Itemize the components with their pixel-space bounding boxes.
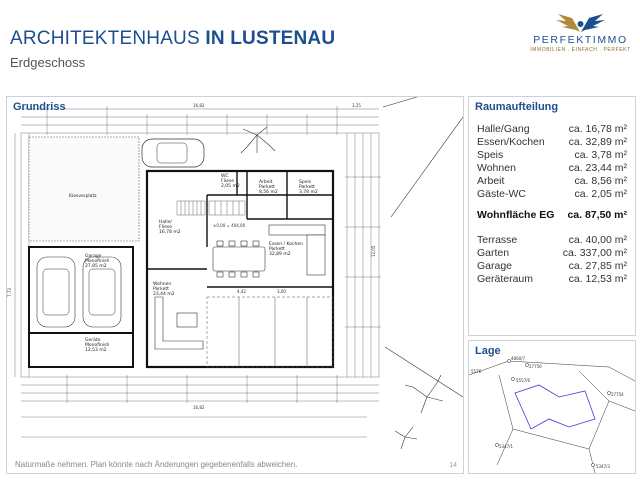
extra-row: Terrasse ca. 40,00 m² — [477, 234, 627, 247]
room-label-wohnen: Wohnen Parkett 23,44 m2 — [153, 281, 175, 297]
room-area: ca. 16,78 m² — [568, 123, 627, 135]
dim-right-total: 12,05 — [371, 245, 376, 257]
extra-area: ca. 12,53 m² — [568, 273, 627, 285]
total-name: Wohnfläche EG — [477, 209, 555, 221]
page-number: 14 — [449, 462, 457, 469]
footer-note: Naturmaße nehmen. Plan könnte nach Änder… — [15, 460, 298, 469]
parcel-27754: 27754 — [611, 392, 624, 397]
level-note: ±0,00 = 404,00 — [213, 223, 246, 228]
title-prefix: ARCHITEKTENHAUS — [10, 28, 200, 49]
extra-area: ca. 40,00 m² — [568, 234, 627, 246]
room-name: Arbeit — [477, 175, 505, 187]
total-row: Wohnfläche EG ca. 87,50 m² — [477, 209, 627, 222]
extra-name: Geräteraum — [477, 273, 534, 285]
wings-logo-icon — [556, 14, 605, 32]
room-label-geraete: Geräte Monofinish 12,53 m2 — [85, 337, 111, 353]
room-row: Wohnen ca. 23,44 m² — [477, 162, 627, 175]
grundriss-heading: Grundriss — [13, 101, 66, 113]
parcel-5557-6: 5557/6 — [516, 378, 531, 383]
room-area: ca. 2,05 m² — [574, 188, 627, 200]
room-label-essen: Essen / Kochen Parkett 32,89 m2 — [269, 241, 304, 257]
room-row: Speis ca. 3,78 m² — [477, 149, 627, 162]
floorplan-drawing: 16,82 3,25 16,82 7,73 12,05 — [7, 97, 463, 450]
logo-tagline: IMMOBILIEN . EINFACH . PERFEKT — [530, 47, 631, 53]
room-label-speis: Speis Parkett 3,78 m2 — [299, 179, 318, 195]
logo-brand: PERFEKTIMMO — [533, 34, 628, 46]
room-area: ca. 3,78 m² — [574, 149, 627, 161]
parcel-5576: 5576 — [471, 369, 482, 374]
room-label-halle: Halle/ Fliese 16,78 m2 — [159, 219, 181, 235]
location-heading: Lage — [475, 345, 501, 357]
parcel-4860-7: 4860/7 — [511, 356, 526, 361]
room-name: Speis — [477, 149, 504, 161]
extra-area: ca. 337,00 m² — [562, 247, 627, 259]
cadastral-map: 5576 4860/7 27756 5557/6 27754 5347/1 53… — [469, 356, 635, 473]
room-name: Gäste-WC — [477, 188, 527, 200]
room-label-arbeit: Arbeit Parkett 8,56 m2 — [259, 179, 278, 195]
total-area: ca. 87,50 m² — [567, 209, 627, 221]
room-row: Arbeit ca. 8,56 m² — [477, 175, 627, 188]
rail-inner: 3,00 — [277, 289, 286, 294]
room-breakdown-heading: Raumaufteilung — [475, 101, 559, 113]
rail-outer: 4,42 — [237, 289, 246, 294]
room-label-kiesvorplatz: Kiesvorplatz — [69, 193, 97, 199]
parcel-27756: 27756 — [529, 364, 542, 369]
floorplan-panel: 16,82 3,25 16,82 7,73 12,05 — [6, 96, 464, 474]
room-name: Essen/Kochen — [477, 136, 545, 148]
extra-name: Terrasse — [477, 234, 518, 246]
room-area: ca. 23,44 m² — [568, 162, 627, 174]
room-row: Gäste-WC ca. 2,05 m² — [477, 188, 627, 201]
room-label-wc: WC Fliese 2,05 m2 — [221, 173, 240, 189]
extra-area: ca. 27,85 m² — [568, 260, 627, 272]
company-logo: PERFEKTIMMO IMMOBILIEN . EINFACH . PERFE… — [528, 12, 633, 56]
location-panel: Lage 5576 4860/7 27756 5557/6 27754 5347… — [468, 340, 636, 474]
extra-name: Garage — [477, 260, 513, 272]
room-label-garage: Garage Monofinish 27,85 m2 — [85, 253, 111, 269]
room-row: Halle/Gang ca. 16,78 m² — [477, 123, 627, 136]
page-title: ARCHITEKTENHAUS IN LUSTENAU — [10, 28, 335, 50]
parcel-5347-3: 5347/3 — [596, 464, 611, 469]
room-row: Essen/Kochen ca. 32,89 m² — [477, 136, 627, 149]
extra-row: Garage ca. 27,85 m² — [477, 260, 627, 273]
extra-row: Garten ca. 337,00 m² — [477, 247, 627, 260]
title-strong: IN LUSTENAU — [205, 28, 336, 49]
room-list: Halle/Gang ca. 16,78 m² Essen/Kochen ca. 3… — [477, 123, 627, 286]
extra-row: Geräteraum ca. 12,53 m² — [477, 273, 627, 286]
room-name: Wohnen — [477, 162, 516, 174]
dim-left-total: 7,73 — [7, 288, 12, 297]
dim-bottom-total: 16,82 — [193, 405, 205, 410]
dim-top-right: 3,25 — [352, 103, 361, 108]
room-area: ca. 8,56 m² — [574, 175, 627, 187]
room-area: ca. 32,89 m² — [568, 136, 627, 148]
room-breakdown-panel: Raumaufteilung Halle/Gang ca. 16,78 m² Es… — [468, 96, 636, 336]
page-subtitle: Erdgeschoss — [10, 55, 86, 70]
room-name: Halle/Gang — [477, 123, 530, 135]
extra-name: Garten — [477, 247, 510, 259]
dim-top-total: 16,82 — [193, 103, 205, 108]
parcel-5347-1: 5347/1 — [499, 444, 514, 449]
